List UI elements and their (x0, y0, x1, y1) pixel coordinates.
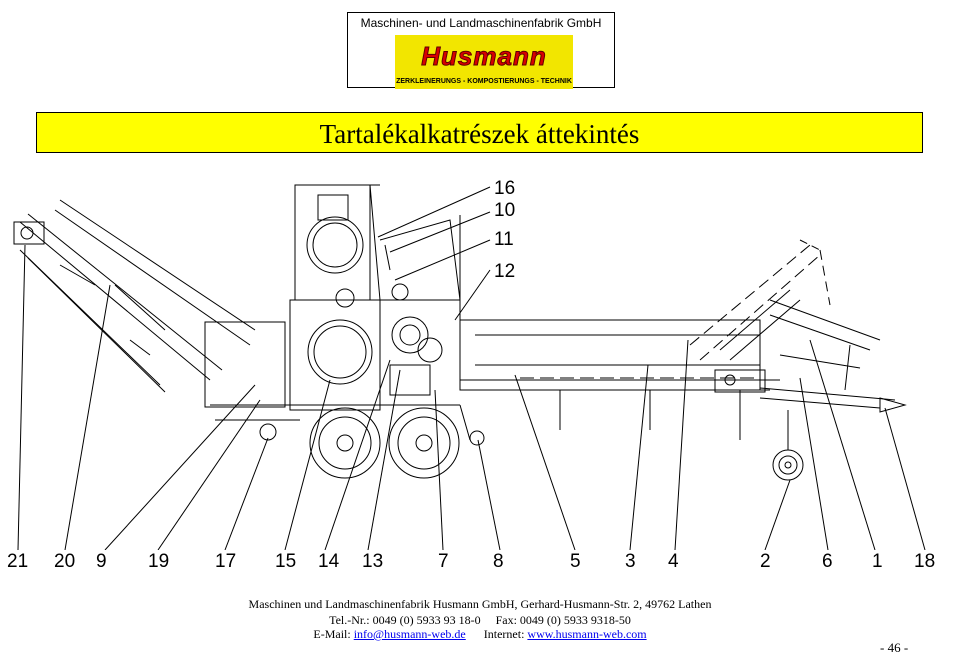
callout-label-13: 13 (362, 551, 384, 572)
company-logo: Maschinen- und Landmaschinenfabrik GmbH … (347, 12, 615, 89)
callout-label-6: 6 (822, 551, 833, 572)
logo-company-name: Maschinen- und Landmaschinenfabrik GmbH (360, 16, 602, 30)
wheels (259, 407, 804, 481)
footer-address: Maschinen und Landmaschinenfabrik Husman… (248, 597, 712, 611)
callout-label-5: 5 (570, 551, 581, 572)
callout-label-10: 10 (494, 200, 516, 221)
callout-label-15: 15 (275, 551, 297, 572)
footer-email-link[interactable]: info@husmann-web.de (353, 627, 466, 641)
chassis (210, 319, 907, 441)
left-conveyor (13, 199, 256, 393)
page-number: - 46 - (880, 640, 909, 655)
callout-label-3: 3 (625, 551, 636, 572)
footer-email-label: E-Mail: (313, 627, 351, 641)
callout-label-1: 1 (872, 551, 883, 572)
logo-brand-band: Husmann ZERKLEINERUNGS - KOMPOSTIERUNGS … (395, 35, 573, 89)
callout-label-7: 7 (438, 551, 449, 572)
right-conveyor (689, 239, 881, 393)
footer-internet-label: Internet: (483, 627, 525, 641)
callout-label-11: 11 (494, 229, 514, 250)
machine-body (204, 184, 461, 411)
callout-label-16: 16 (494, 178, 516, 199)
title-banner: Tartalékalkatrészek áttekintés (36, 112, 923, 153)
callout-label-2: 2 (760, 551, 771, 572)
callout-label-4: 4 (668, 551, 679, 572)
page-title: Tartalékalkatrészek áttekintés (319, 119, 640, 149)
callout-leaders (17, 186, 926, 550)
logo-brand-name: Husmann (421, 41, 547, 72)
machine-drawing (13, 184, 926, 550)
callout-label-18: 18 (914, 551, 936, 572)
callout-label-19: 19 (148, 551, 170, 572)
callout-label-21: 21 (7, 551, 29, 572)
callout-label-17: 17 (215, 551, 237, 572)
footer-phone-fax: Tel.-Nr.: 0049 (0) 5933 93 18-0 Fax: 004… (329, 613, 631, 627)
callout-label-20: 20 (54, 551, 76, 572)
footer-website-link[interactable]: www.husmann-web.com (527, 627, 647, 641)
logo-tagline: ZERKLEINERUNGS - KOMPOSTIERUNGS - TECHNI… (396, 78, 572, 85)
callout-label-9: 9 (96, 551, 107, 572)
callout-label-14: 14 (318, 551, 340, 572)
callout-label-12: 12 (494, 261, 516, 282)
callout-label-8: 8 (493, 551, 504, 572)
footer-contact: E-Mail: info@husmann-web.de Internet: ww… (150, 627, 810, 642)
